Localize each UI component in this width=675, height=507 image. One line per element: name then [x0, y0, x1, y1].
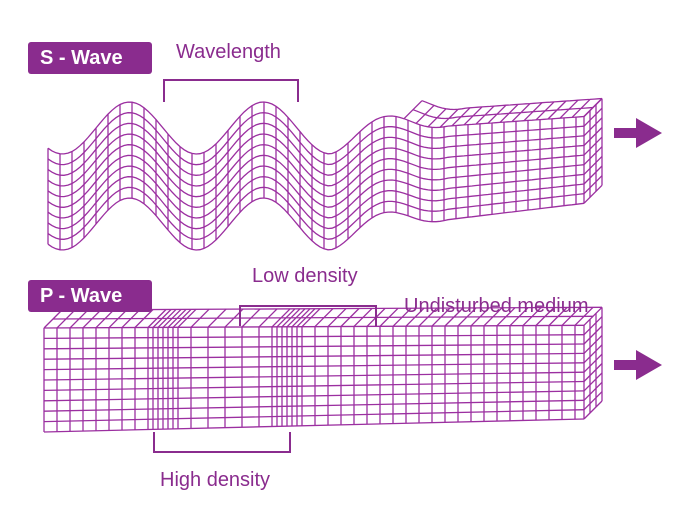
wavelength-bracket	[163, 79, 299, 102]
s-wave-arrow-right-icon	[614, 118, 662, 148]
undisturbed-medium-label: Undisturbed medium	[404, 295, 589, 317]
s-wave-badge: S - Wave	[28, 42, 152, 74]
p-wave-badge: P - Wave	[28, 280, 152, 312]
p-wave-arrow-right-icon	[614, 350, 662, 380]
high-density-label: High density	[160, 469, 271, 491]
low-density-bracket	[239, 305, 377, 326]
p-wave-mesh	[43, 306, 603, 433]
s-wave-mesh	[47, 97, 603, 251]
wavelength-label: Wavelength	[176, 41, 281, 63]
low-density-label: Low density	[252, 265, 358, 287]
high-density-bracket	[153, 432, 291, 453]
